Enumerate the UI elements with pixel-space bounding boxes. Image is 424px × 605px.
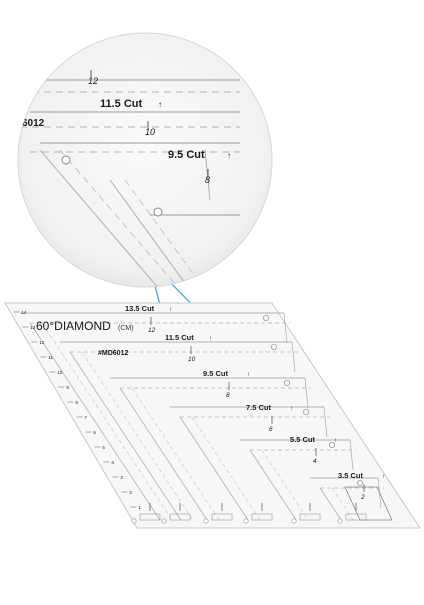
cut-arrow-icon: ↑ xyxy=(209,336,212,342)
diamond-edge xyxy=(69,351,182,521)
zoom-magnifier: 11.5 Cut ↑ 9.5 Cut ↑ 6012 12 10 8 xyxy=(17,32,273,288)
diamond-right-edge xyxy=(304,377,309,409)
diamond-edge-dashed xyxy=(81,351,194,521)
cut-label: 11.5 Cut xyxy=(165,333,194,342)
ruler-hole xyxy=(337,518,343,524)
ruler-hole xyxy=(270,343,277,350)
zoom-diamond-edge xyxy=(124,179,206,287)
diamond-edge-dashed xyxy=(41,322,173,521)
zoom-cut-arrow-icon: ↑ xyxy=(158,100,162,109)
bottom-notch xyxy=(299,513,321,521)
cut-label: 3.5 Cut xyxy=(338,471,364,480)
diamond-edge-dashed xyxy=(331,487,354,521)
ruler-hole xyxy=(328,441,335,448)
diamond-edge xyxy=(29,322,161,521)
edge-tick-label: 3 xyxy=(120,475,123,480)
bottom-notch xyxy=(169,513,191,521)
diamond-right-edge xyxy=(291,341,296,373)
product-model: #MD6012 xyxy=(98,350,128,357)
product-title: 60°DIAMOND xyxy=(36,319,111,333)
cut-label: 13.5 Cut xyxy=(125,304,155,313)
zoom-diamond-edge xyxy=(59,149,181,287)
cut-arrow-icon: ↑ xyxy=(290,406,293,412)
ruler-body: 14 13 12 11 10 9 8 7 6 5 4 3 2 1 13.5 Cut ↑ 12 11.5 Cut ↑… xyxy=(4,302,421,529)
zoom-model-label: 6012 xyxy=(22,118,45,129)
cut-arrow-icon: ↑ xyxy=(334,438,337,444)
cut-arrow-icon: ↑ xyxy=(247,372,250,378)
zoom-circle xyxy=(17,32,273,288)
zoom-size-number: 12 xyxy=(88,76,98,86)
cut-arrow-icon: ↑ xyxy=(169,307,172,313)
cut-arrow-icon: ↑ xyxy=(382,474,385,480)
diamond-edge xyxy=(319,487,342,521)
edge-tick-label: 2 xyxy=(129,490,132,495)
zoom-cut-label: 11.5 Cut xyxy=(100,98,143,110)
edge-tick-label: 12 xyxy=(39,340,45,345)
diamond-right-edge xyxy=(283,312,288,344)
zoom-diamond-edge xyxy=(39,149,161,287)
size-number: 2 xyxy=(360,494,365,501)
ruler-hole xyxy=(243,518,249,524)
ruler-hole xyxy=(262,314,269,321)
zoom-cut-label: 9.5 Cut xyxy=(168,149,205,161)
size-number: 8 xyxy=(226,392,230,399)
product-unit: (CM) xyxy=(118,325,134,332)
edge-tick-label: 8 xyxy=(75,400,78,405)
size-number: 12 xyxy=(148,327,156,334)
cut-label: 7.5 Cut xyxy=(246,403,272,412)
edge-tick-label: 10 xyxy=(57,370,63,375)
ruler-hole xyxy=(356,479,363,486)
edge-tick-label: 13 xyxy=(30,325,36,330)
bottom-notch xyxy=(345,513,367,521)
diamond-edge xyxy=(249,449,297,521)
size-number: 4 xyxy=(313,458,317,465)
diamond-edge xyxy=(179,416,249,521)
bottom-notch xyxy=(139,513,161,521)
edge-tick-label: 9 xyxy=(66,385,69,390)
ruler-hole xyxy=(131,518,137,524)
ruler-hole xyxy=(203,518,209,524)
ruler-hole xyxy=(283,379,290,386)
bottom-notch xyxy=(251,513,273,521)
cut-label: 9.5 Cut xyxy=(203,369,229,378)
size-number: 10 xyxy=(188,356,196,363)
edge-tick-label: 14 xyxy=(21,310,27,315)
edge-tick-label: 4 xyxy=(111,460,114,465)
edge-tick-label: 1 xyxy=(138,505,141,510)
zoom-hole xyxy=(153,207,163,217)
size-number: 6 xyxy=(269,426,273,433)
diamond-right-edge xyxy=(349,439,354,471)
zoom-size-number: 8 xyxy=(205,175,210,185)
diamond-edge xyxy=(119,387,208,521)
edge-tick-label: 6 xyxy=(93,430,96,435)
cut-label: 5.5 Cut xyxy=(290,435,316,444)
edge-tick-label: 7 xyxy=(84,415,87,420)
ruler-hole xyxy=(161,518,167,524)
zoom-size-number: 10 xyxy=(145,127,155,137)
diamond-edge-dashed xyxy=(131,387,220,521)
ruler-hole xyxy=(302,408,309,415)
edge-tick-label: 11 xyxy=(48,355,53,360)
zoom-diamond-edge xyxy=(109,179,191,287)
edge-tick-label: 5 xyxy=(102,445,105,450)
diamond-right-edge xyxy=(323,406,328,438)
zoom-cut-arrow-icon: ↑ xyxy=(227,151,231,160)
bottom-notch xyxy=(211,513,233,521)
zoom-hole xyxy=(61,155,71,165)
ruler-outline xyxy=(4,302,421,529)
ruler-hole xyxy=(291,518,297,524)
zoom-right-edge xyxy=(204,149,211,201)
smallest-diamond xyxy=(344,486,393,521)
